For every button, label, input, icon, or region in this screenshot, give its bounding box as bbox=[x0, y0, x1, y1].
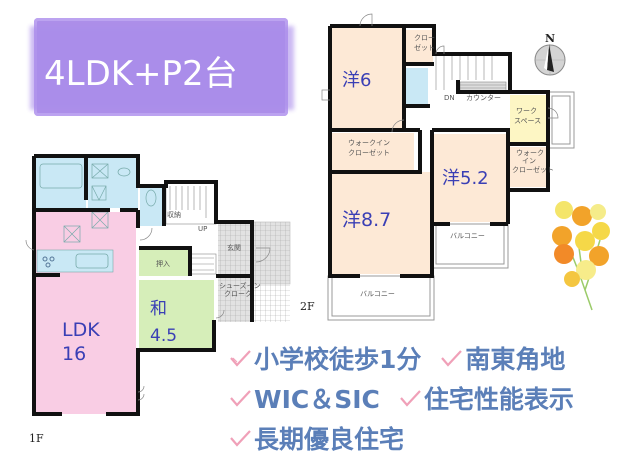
title-text: 4LDK+P2台 bbox=[44, 54, 238, 94]
western-6-label: 洋6 bbox=[342, 70, 371, 91]
work-space-room bbox=[510, 95, 546, 143]
title-badge bbox=[34, 18, 288, 116]
kitchen-counter bbox=[36, 249, 114, 273]
western-8-7-label: 洋8.7 bbox=[342, 209, 391, 231]
floor-label-2f: 2F bbox=[300, 300, 315, 313]
hall-1f bbox=[139, 228, 217, 248]
floor-1f: 収納 UP 玄関 シューズイン クローク 押入 LDK 16 bbox=[25, 154, 291, 416]
walls-2f bbox=[328, 24, 550, 278]
closet-label-1: クロー bbox=[414, 34, 435, 42]
compass-n-label: N bbox=[545, 32, 555, 45]
walk-in-closet-1 bbox=[332, 133, 414, 170]
balcony-label-a: バルコニー bbox=[450, 232, 485, 240]
feature-text: 南東角地 bbox=[465, 345, 566, 374]
washitsu-room bbox=[139, 280, 214, 350]
check-heart-icon bbox=[230, 390, 251, 407]
wic2-label-1: ウォーク bbox=[516, 149, 544, 157]
work-space-label-1: ワーク bbox=[516, 107, 537, 115]
sic-label-1: シューズイン bbox=[219, 281, 261, 290]
feature-list: 小学校徒歩1分 南東角地 WIC＆SIC 住宅性能表示 長期優良住宅 bbox=[228, 338, 638, 458]
closet-room bbox=[405, 30, 433, 62]
stairs-1f bbox=[165, 181, 217, 275]
walk-in-closet-2 bbox=[510, 147, 548, 187]
washroom bbox=[88, 158, 138, 208]
counter-label: カウンター bbox=[466, 93, 501, 102]
walls-1f bbox=[32, 154, 254, 416]
bath-room bbox=[36, 158, 86, 208]
closet-label-2: ゼット bbox=[414, 43, 435, 52]
wic1-label-1: ウォークイン bbox=[348, 139, 390, 147]
feature-text: 小学校徒歩1分 bbox=[254, 345, 422, 374]
mimosa-flower-illustration bbox=[552, 201, 610, 311]
western-8-7-room bbox=[332, 172, 430, 274]
ldk-label-line2: 16 bbox=[62, 343, 86, 365]
feature-text: WIC＆SIC bbox=[254, 385, 380, 414]
floor-2f: クロー ゼット DN カウンター ワーク スペース ウォークイン クローゼット … bbox=[321, 13, 575, 321]
feature-item: 長期優良住宅 bbox=[228, 420, 404, 456]
check-heart-icon bbox=[230, 430, 251, 447]
work-space-label-2: スペース bbox=[514, 117, 541, 125]
feature-row-2: WIC＆SIC 住宅性能表示 bbox=[228, 378, 638, 418]
dn-label: DN bbox=[444, 94, 455, 102]
balcony-label-b: バルコニー bbox=[360, 290, 395, 298]
check-heart-icon bbox=[400, 390, 421, 407]
feature-row-3: 長期優良住宅 bbox=[228, 418, 638, 458]
washitsu-label-line2: 4.5 bbox=[150, 326, 177, 346]
check-heart-icon bbox=[230, 350, 251, 367]
sic-label-2: クローク bbox=[224, 290, 252, 298]
feature-item: WIC＆SIC bbox=[228, 380, 380, 416]
check-heart-icon bbox=[441, 350, 463, 367]
wic1-label-2: クローゼット bbox=[348, 148, 390, 157]
feature-text: 長期優良住宅 bbox=[254, 425, 405, 454]
wic2-label-2: イン bbox=[522, 157, 536, 165]
feature-text: 住宅性能表示 bbox=[423, 385, 574, 414]
oshiire-room bbox=[139, 250, 189, 276]
floor-label-1f: 1F bbox=[29, 432, 44, 445]
feature-row-1: 小学校徒歩1分 南東角地 bbox=[228, 338, 638, 378]
washitsu-label-line1: 和 bbox=[150, 299, 167, 319]
western-5-2-label: 洋5.2 bbox=[442, 168, 489, 189]
entrance-label: 玄関 bbox=[227, 243, 241, 252]
ldk-lower bbox=[36, 290, 136, 414]
ldk-label-line1: LDK bbox=[62, 319, 100, 341]
oshiire-label: 押入 bbox=[156, 259, 170, 268]
feature-item: 南東角地 bbox=[439, 340, 565, 376]
storage-label: 収納 bbox=[167, 210, 181, 219]
western-5-2-room bbox=[434, 134, 506, 222]
compass-icon: N bbox=[534, 32, 566, 76]
stairs-up-label: UP bbox=[198, 225, 207, 233]
toilet-2f bbox=[406, 68, 428, 104]
stairs-2f bbox=[435, 56, 507, 93]
feature-item: 小学校徒歩1分 bbox=[228, 340, 421, 376]
wic2-label-3: クローゼット bbox=[512, 165, 554, 174]
balconies bbox=[327, 91, 575, 321]
feature-item: 住宅性能表示 bbox=[398, 380, 574, 416]
western-6-room bbox=[330, 28, 404, 128]
